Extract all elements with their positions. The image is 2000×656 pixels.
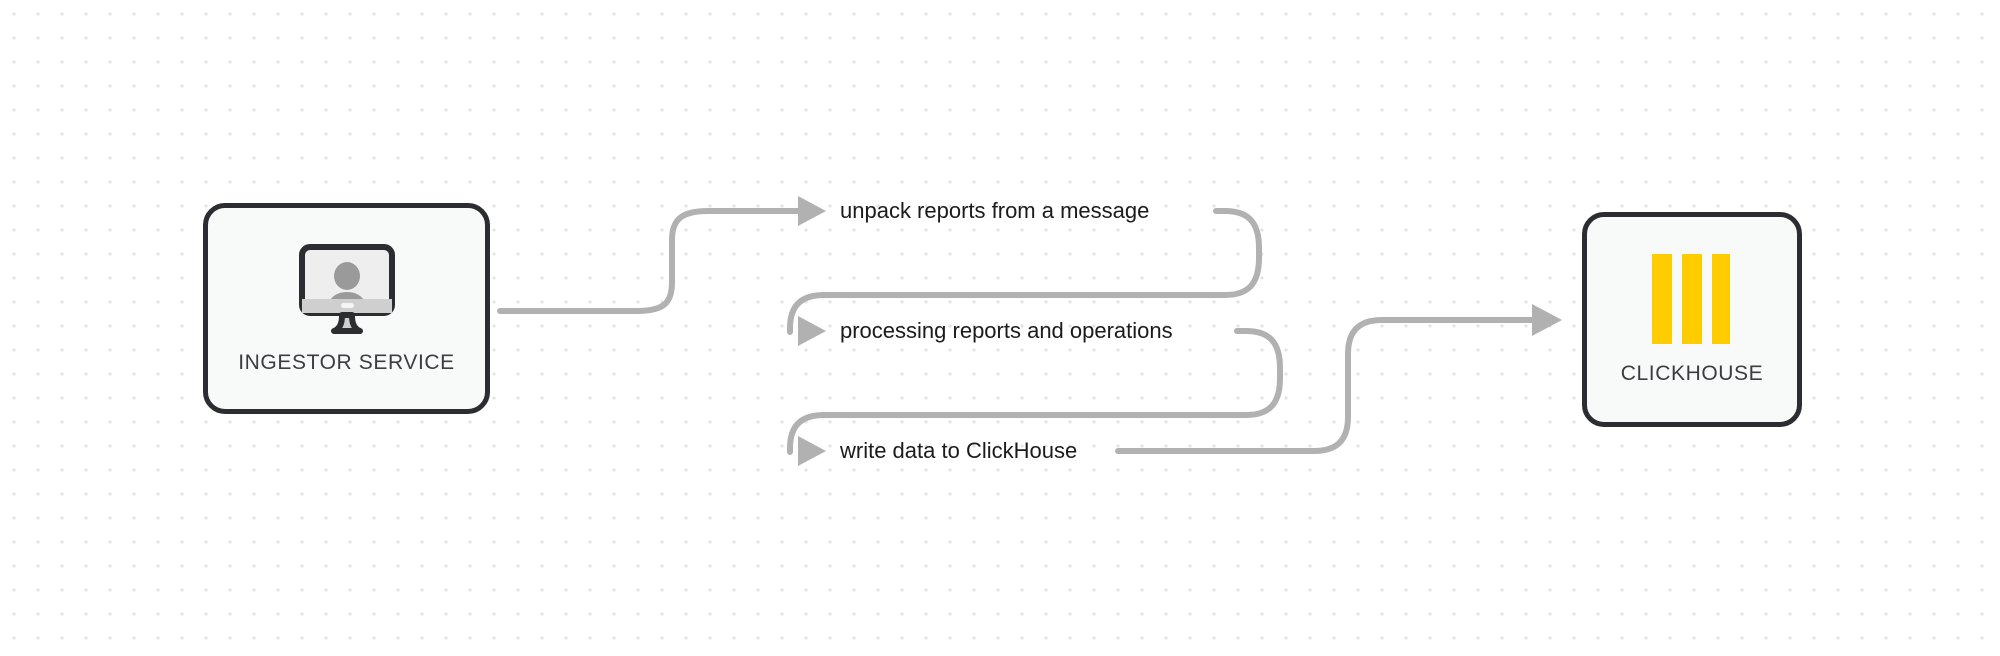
- arrow-head-write: [798, 436, 826, 466]
- node-label-clickhouse: CLICKHOUSE: [1620, 361, 1764, 385]
- edge-label-write-data[interactable]: write data to ClickHouse: [840, 438, 1078, 463]
- edge-write-to-clickhouse: [1115, 304, 1562, 454]
- edge-label-unpack-reports[interactable]: unpack reports from a message: [840, 198, 1150, 223]
- clickhouse-bars-icon: [1646, 253, 1738, 344]
- node-label-ingestor-service: INGESTOR SERVICE: [238, 350, 455, 374]
- edge-processing-to-write: [787, 328, 1283, 466]
- arrow-head-processing: [798, 316, 826, 346]
- node-clickhouse[interactable]: CLICKHOUSE: [1582, 212, 1802, 427]
- monitor-user-icon: [298, 243, 396, 335]
- edge-ingestor-to-unpack: [497, 196, 826, 314]
- arrow-head-unpack: [798, 196, 826, 226]
- edge-label-processing-reports[interactable]: processing reports and operations: [840, 318, 1173, 343]
- arrow-head-clickhouse: [1532, 304, 1562, 336]
- edge-unpack-to-processing: [787, 208, 1262, 346]
- node-ingestor-service[interactable]: INGESTOR SERVICE: [203, 203, 490, 414]
